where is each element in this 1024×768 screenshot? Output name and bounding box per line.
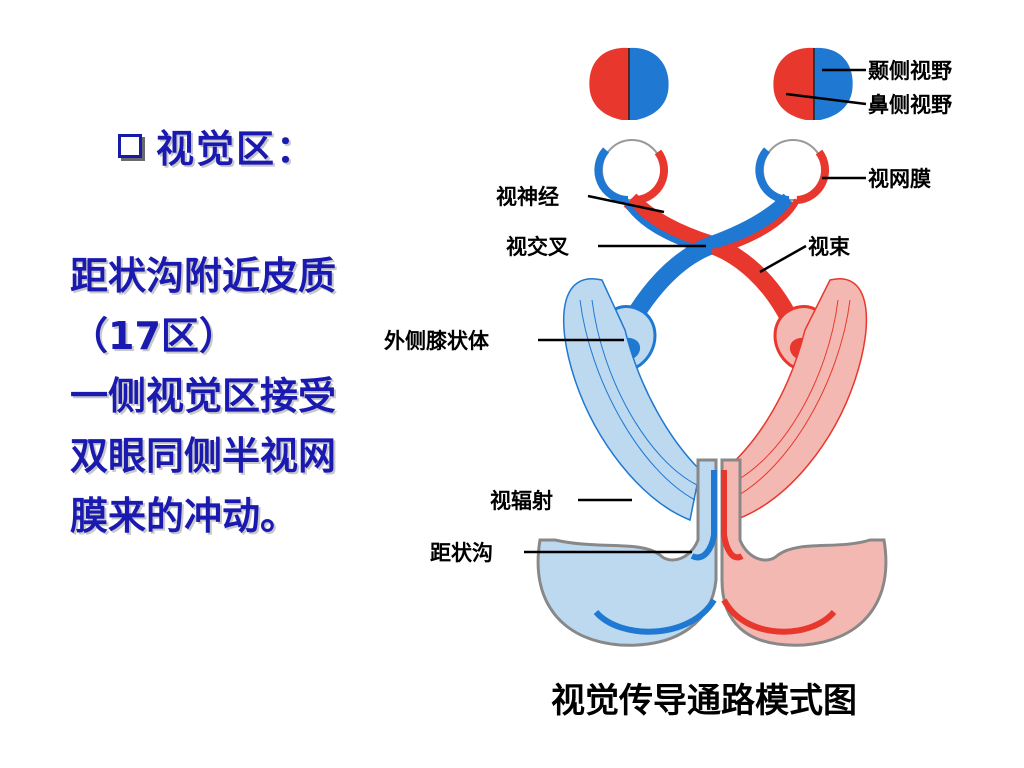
body-line-2: （17区） [70, 314, 237, 358]
optic-nerves [622, 193, 800, 325]
label-optic-tract: 视束 [808, 235, 851, 259]
body-line-4: 双眼同侧半视网 [70, 434, 337, 478]
left-eye [594, 139, 668, 204]
label-lateral-geniculate: 外侧膝状体 [384, 329, 490, 353]
right-optic-radiation [724, 277, 868, 522]
right-eye [755, 139, 829, 204]
right-visual-field [773, 47, 853, 121]
label-calcarine-sulcus: 距状沟 [430, 541, 493, 565]
body-line-5: 膜来的冲动。 [70, 494, 299, 538]
leader-lines [524, 68, 867, 554]
label-optic-nerve: 视神经 [496, 185, 559, 209]
label-optic-radiation: 视辐射 [490, 489, 553, 513]
body-text: 距状沟附近皮质 （17区） 一侧视觉区接受 双眼同侧半视网 膜来的冲动。 [70, 246, 336, 546]
checkbox-bullet-icon [118, 133, 142, 158]
body-line-1: 距状沟附近皮质 [70, 254, 337, 298]
section-heading: 视觉区： [118, 118, 316, 173]
label-nasal-field: 鼻侧视野 [868, 93, 952, 117]
right-occipital-cortex [720, 458, 888, 647]
heading-text: 视觉区： [156, 127, 317, 171]
diagram-caption: 视觉传导通路模式图 [551, 681, 857, 721]
label-optic-chiasm: 视交叉 [506, 235, 570, 259]
label-retina: 视网膜 [868, 167, 931, 191]
left-visual-field [589, 47, 669, 121]
label-temporal-field: 颞侧视野 [867, 59, 952, 83]
body-line-3: 一侧视觉区接受 [70, 374, 337, 418]
